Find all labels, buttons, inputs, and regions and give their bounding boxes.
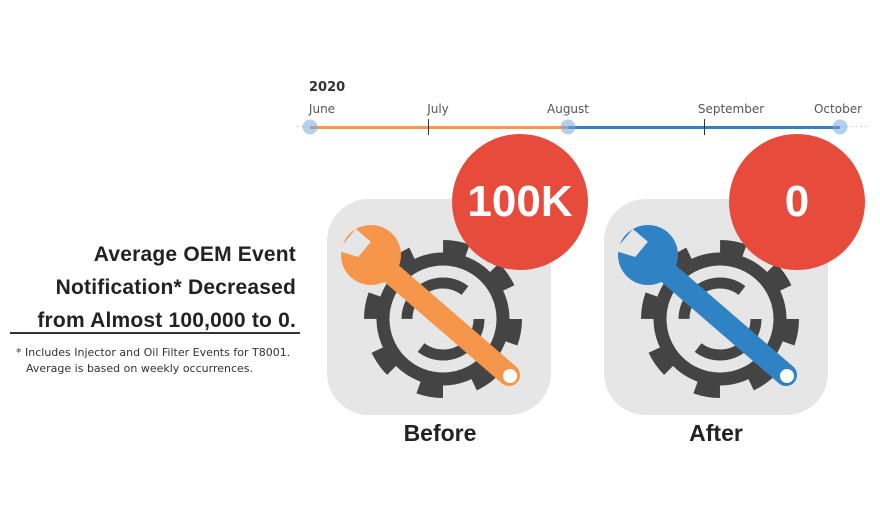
milestone-october [832, 119, 848, 135]
after-label: After [689, 420, 743, 446]
month-label: June [308, 102, 336, 116]
before-label: Before [403, 420, 477, 446]
wrench-gear-icon [337, 225, 522, 398]
footnote: * Includes Injector and Oil Filter Event… [16, 345, 290, 377]
tick-july [428, 119, 429, 135]
after-tile [604, 199, 828, 415]
month-label: August [547, 102, 589, 116]
footnote-line: * Includes Injector and Oil Filter Event… [16, 346, 291, 359]
headline-line: from Almost 100,000 to 0. [37, 309, 296, 332]
headline-line: Average OEM Event [93, 243, 296, 266]
headline-line: Notification* Decreased [55, 276, 296, 299]
milestone-june [302, 119, 318, 135]
timeline-before-segment [310, 126, 568, 129]
wrench-gear-icon [614, 225, 799, 398]
divider [10, 332, 300, 334]
footnote-line: Average is based on weekly occurrences. [26, 362, 254, 375]
month-label: September [697, 102, 765, 116]
after-count-badge: 0 [729, 134, 865, 270]
month-label: October [813, 102, 863, 116]
timeline-year: 2020 [309, 80, 346, 95]
headline: Average OEM Event Notification* Decrease… [37, 238, 296, 337]
month-label: July [427, 102, 449, 116]
before-count-badge: 100K [452, 134, 588, 270]
tick-september [704, 119, 705, 135]
milestone-august [560, 119, 576, 135]
